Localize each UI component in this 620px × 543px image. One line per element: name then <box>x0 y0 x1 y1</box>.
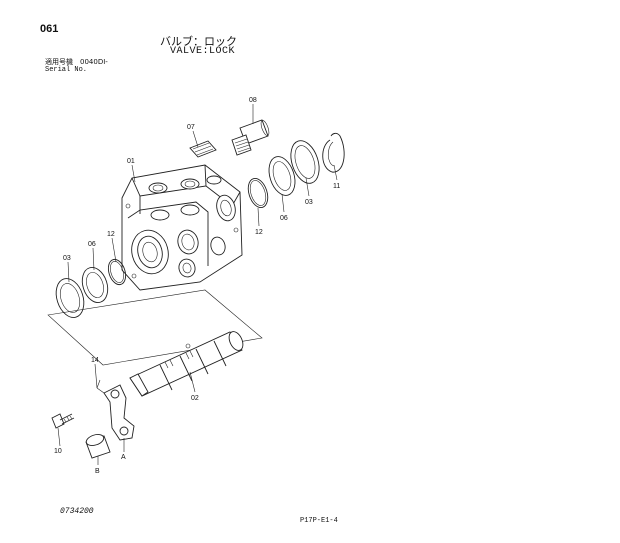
callout-02: 02 <box>191 395 199 402</box>
callout-08: 08 <box>249 97 257 104</box>
title-japanese: バルブ：ロック <box>160 35 237 48</box>
callout-12-left: 12 <box>107 231 115 238</box>
part-06-seal-left <box>81 267 109 303</box>
part-B-pin <box>85 434 111 459</box>
page-code: P17P-E1-4 <box>300 517 338 525</box>
serial-label-japanese: 適用号機 0040DI- <box>45 58 108 66</box>
part-03-ring-left <box>55 278 85 318</box>
part-03-ring-right <box>290 140 320 184</box>
part-08-plug <box>231 119 270 156</box>
part-02-spool <box>129 331 244 397</box>
callout-03-left: 03 <box>63 255 71 262</box>
part-14-lever <box>96 379 135 441</box>
page-number: 061 <box>40 23 59 35</box>
part-10-bolt <box>51 413 75 429</box>
part-01-valve-body <box>121 164 243 291</box>
callout-06-right: 06 <box>280 215 288 222</box>
callout-12-right: 12 <box>255 229 263 236</box>
callout-01: 01 <box>127 158 135 165</box>
callout-10: 10 <box>54 448 62 455</box>
callout-A: A <box>121 454 126 461</box>
callout-03-right: 03 <box>305 199 313 206</box>
part-12-o-ring-left <box>107 258 127 286</box>
part-11-snap-ring <box>322 132 345 173</box>
part-06-seal-right <box>268 156 296 196</box>
callout-14: 14 <box>91 357 99 364</box>
spool-group-bracket <box>47 289 263 366</box>
leader-lines <box>57 104 338 465</box>
serial-label-english: Serial No. <box>45 66 88 74</box>
title-english: VALVE:LOCK <box>170 46 236 57</box>
callout-06-left: 06 <box>88 241 96 248</box>
drawing-number: 0734200 <box>60 507 94 516</box>
callout-11: 11 <box>333 183 340 190</box>
callout-B: B <box>95 468 100 475</box>
part-12-o-ring-right <box>247 178 269 208</box>
callout-07: 07 <box>187 124 195 131</box>
part-07-screen <box>189 140 217 158</box>
